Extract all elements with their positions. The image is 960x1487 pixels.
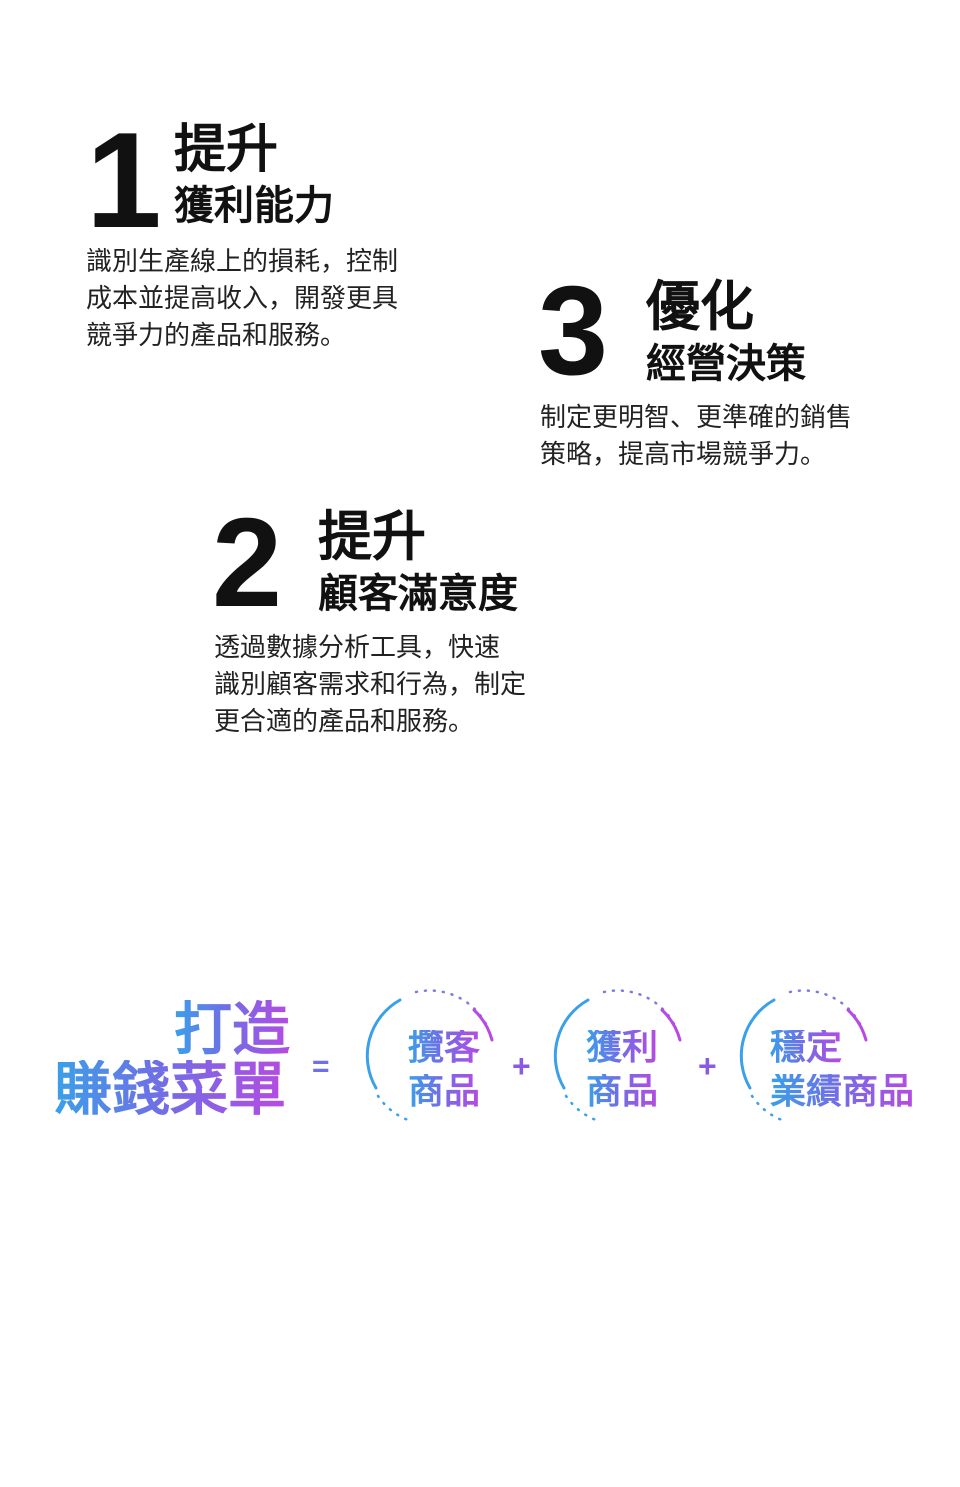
equals-sign: = <box>312 1050 330 1083</box>
point-1-number: 1 <box>86 104 162 256</box>
circle-decoration-1 <box>365 989 494 1122</box>
item-3-line2: 業績商品 <box>770 1071 915 1112</box>
plus-sign-2: + <box>698 1048 717 1084</box>
formula-heading-line1: 打造 <box>174 995 291 1063</box>
plus-sign-1: + <box>512 1048 531 1084</box>
point-2-desc-line1: 透過數據分析工具，快速 <box>214 633 501 663</box>
item-3-line1: 穩定 <box>770 1027 843 1068</box>
circle-decoration-3 <box>739 989 868 1122</box>
point-3-description: 制定更明智、更準確的銷售 策略，提高市場競爭力。 <box>540 400 852 474</box>
point-1-desc-line1: 識別生產線上的損耗，控制 <box>86 247 399 277</box>
point-2-desc-line2: 識別顧客需求和行為，制定 <box>214 670 527 700</box>
item-1-line1: 攬客 <box>408 1027 481 1068</box>
point-1-title-line2: 獲利能力 <box>174 183 334 229</box>
item-1-line2: 商品 <box>408 1071 481 1112</box>
point-3-desc-line2: 策略，提高市場競爭力。 <box>540 440 827 470</box>
point-1-desc-line3: 競爭力的產品和服務。 <box>86 321 347 351</box>
point-3-desc-line1: 制定更明智、更準確的銷售 <box>540 403 853 433</box>
point-2-number: 2 <box>212 492 283 633</box>
point-2-title-line1: 提升 <box>318 505 426 568</box>
point-1-title-line1: 提升 <box>174 120 279 180</box>
item-2-line2: 商品 <box>586 1071 659 1112</box>
point-3-title-line1: 優化 <box>646 275 754 338</box>
point-2-description: 透過數據分析工具，快速 識別顧客需求和行為，制定 更合適的產品和服務。 <box>214 630 526 741</box>
point-3-title-line2: 經營決策 <box>646 341 806 387</box>
point-3-number: 3 <box>538 260 609 401</box>
circle-decoration-2 <box>553 989 682 1122</box>
item-2-line1: 獲利 <box>586 1027 659 1068</box>
point-1-description: 識別生產線上的損耗，控制 成本並提高收入，開發更具 競爭力的產品和服務。 <box>86 244 398 355</box>
point-1-desc-line2: 成本並提高收入，開發更具 <box>86 284 399 314</box>
point-2-desc-line3: 更合適的產品和服務。 <box>214 707 475 737</box>
point-2-title-line2: 顧客滿意度 <box>318 571 518 617</box>
formula-heading-line2: 賺錢菜單 <box>54 1055 287 1123</box>
